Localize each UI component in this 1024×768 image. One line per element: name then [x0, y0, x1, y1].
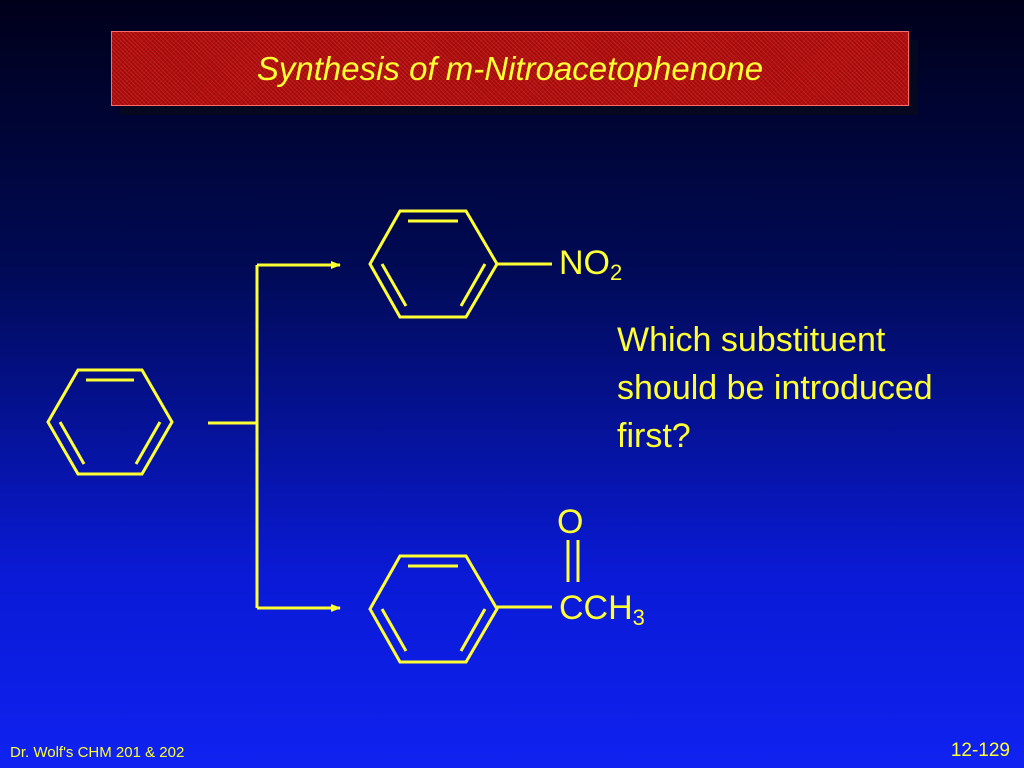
acetyl-group-label: CCH3 [559, 591, 645, 629]
acetyl-group-text: CCH [559, 589, 633, 627]
carbonyl-oxygen-label: O [557, 503, 584, 541]
question-text: Which substituent should be introduced f… [617, 321, 933, 455]
title-banner: Synthesis of m-Nitroacetophenone [111, 31, 909, 106]
acetyl-group-subscript: 3 [632, 605, 645, 630]
benzene-ring-start [46, 368, 174, 476]
nitro-group-text: NO [559, 244, 610, 282]
nitro-group-label: NO2 [559, 246, 622, 284]
branch-arrows [208, 261, 341, 612]
benzene-ring-nitro [368, 209, 552, 319]
slide-title: Synthesis of m-Nitroacetophenone [256, 49, 764, 87]
benzene-ring-acetyl [368, 540, 580, 664]
footer-course: Dr. Wolf's CHM 201 & 202 [10, 744, 185, 761]
footer-slide-number: 12-129 [950, 740, 1010, 761]
nitro-group-subscript: 2 [610, 260, 623, 285]
